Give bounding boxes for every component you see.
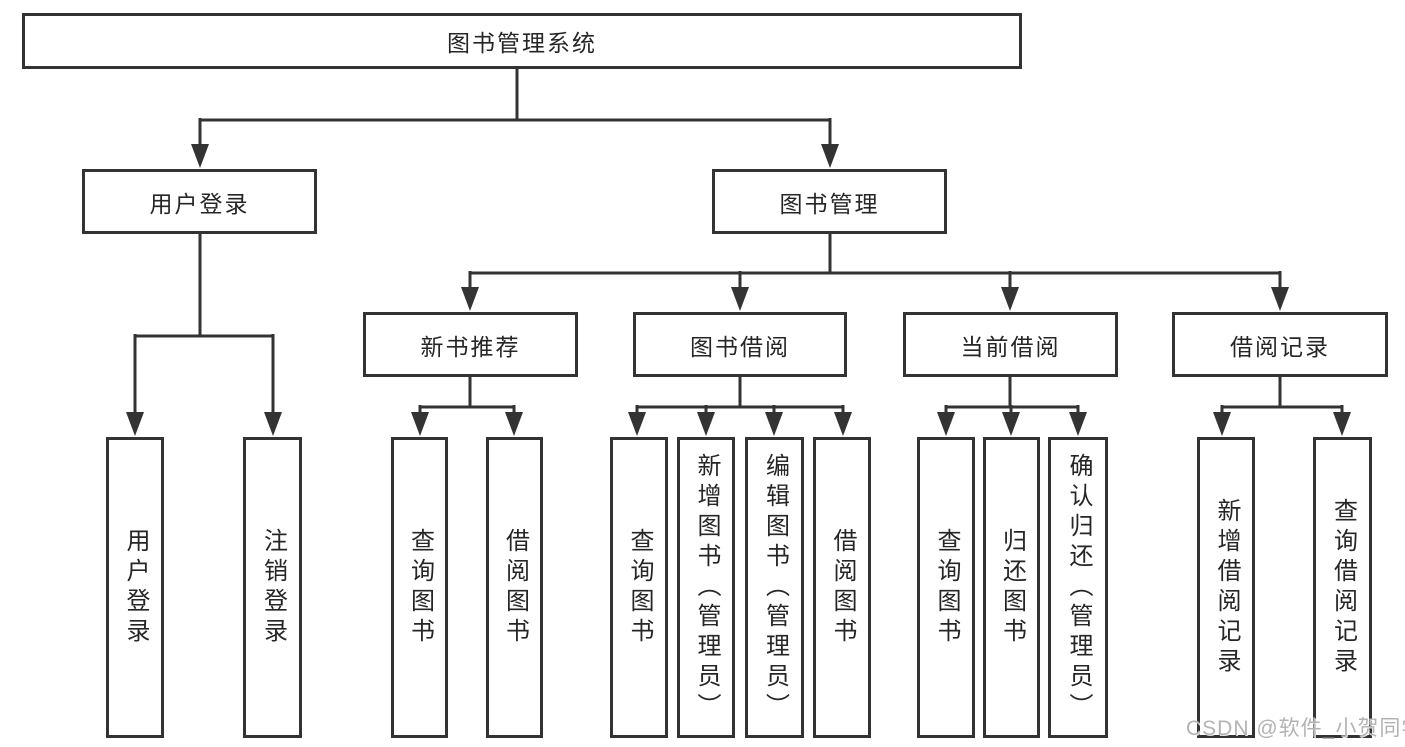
- node-book-borrowing: 图书借阅: [633, 312, 847, 377]
- leaf-borrow-books-borrowing: 借阅图书: [813, 437, 871, 738]
- node-borrowing-records-label: 借阅记录: [1230, 333, 1330, 360]
- leaf-borrow-books-recommend-label: 借阅图书: [501, 527, 529, 648]
- node-new-book-recommendation-label: 新书推荐: [420, 333, 521, 360]
- leaf-logout: 注销登录: [243, 437, 302, 738]
- leaf-edit-book-admin: 编辑图书（管理员）: [745, 437, 804, 738]
- leaf-confirm-return-admin: 确认归还（管理员）: [1048, 437, 1108, 738]
- leaf-query-books-current-label: 查询图书: [933, 527, 960, 648]
- node-current-borrowing-label: 当前借阅: [960, 333, 1061, 360]
- leaf-query-books-recommend: 查询图书: [391, 437, 448, 738]
- node-book-management-label: 图书管理: [779, 190, 880, 217]
- leaf-query-borrow-record-label: 查询借阅记录: [1329, 497, 1357, 678]
- leaf-return-books: 归还图书: [983, 437, 1040, 738]
- arrowhead-icons: [126, 144, 1351, 436]
- leaf-confirm-return-admin-label: 确认归还（管理员）: [1065, 452, 1092, 723]
- leaf-query-books-current: 查询图书: [917, 437, 975, 738]
- node-current-borrowing: 当前借阅: [903, 312, 1118, 377]
- leaf-query-books-borrowing-label: 查询图书: [626, 527, 653, 648]
- node-borrowing-records: 借阅记录: [1172, 312, 1388, 377]
- leaf-borrow-books-recommend: 借阅图书: [486, 437, 543, 738]
- node-library-system-label: 图书管理系统: [447, 30, 597, 56]
- node-book-management: 图书管理: [712, 169, 947, 234]
- leaf-user-login: 用户登录: [106, 437, 164, 738]
- node-new-book-recommendation: 新书推荐: [363, 312, 578, 377]
- leaf-query-books-borrowing: 查询图书: [610, 437, 668, 738]
- leaf-logout-label: 注销登录: [259, 527, 287, 648]
- leaf-add-borrow-record-label: 新增借阅记录: [1213, 497, 1240, 678]
- leaf-add-book-admin-label: 新增图书（管理员）: [693, 452, 720, 723]
- node-user-login: 用户登录: [82, 169, 317, 234]
- leaf-query-borrow-record: 查询借阅记录: [1313, 437, 1372, 738]
- leaf-edit-book-admin-label: 编辑图书（管理员）: [761, 452, 789, 723]
- leaf-borrow-books-borrowing-label: 借阅图书: [829, 527, 856, 648]
- node-library-system: 图书管理系统: [22, 13, 1022, 69]
- node-book-borrowing-label: 图书借阅: [690, 333, 790, 360]
- leaf-query-books-recommend-label: 查询图书: [406, 527, 434, 648]
- node-user-login-label: 用户登录: [149, 190, 250, 217]
- leaf-add-book-admin: 新增图书（管理员）: [677, 437, 735, 738]
- leaf-return-books-label: 归还图书: [998, 527, 1026, 648]
- leaf-add-borrow-record: 新增借阅记录: [1197, 437, 1255, 738]
- leaf-user-login-label: 用户登录: [122, 527, 149, 648]
